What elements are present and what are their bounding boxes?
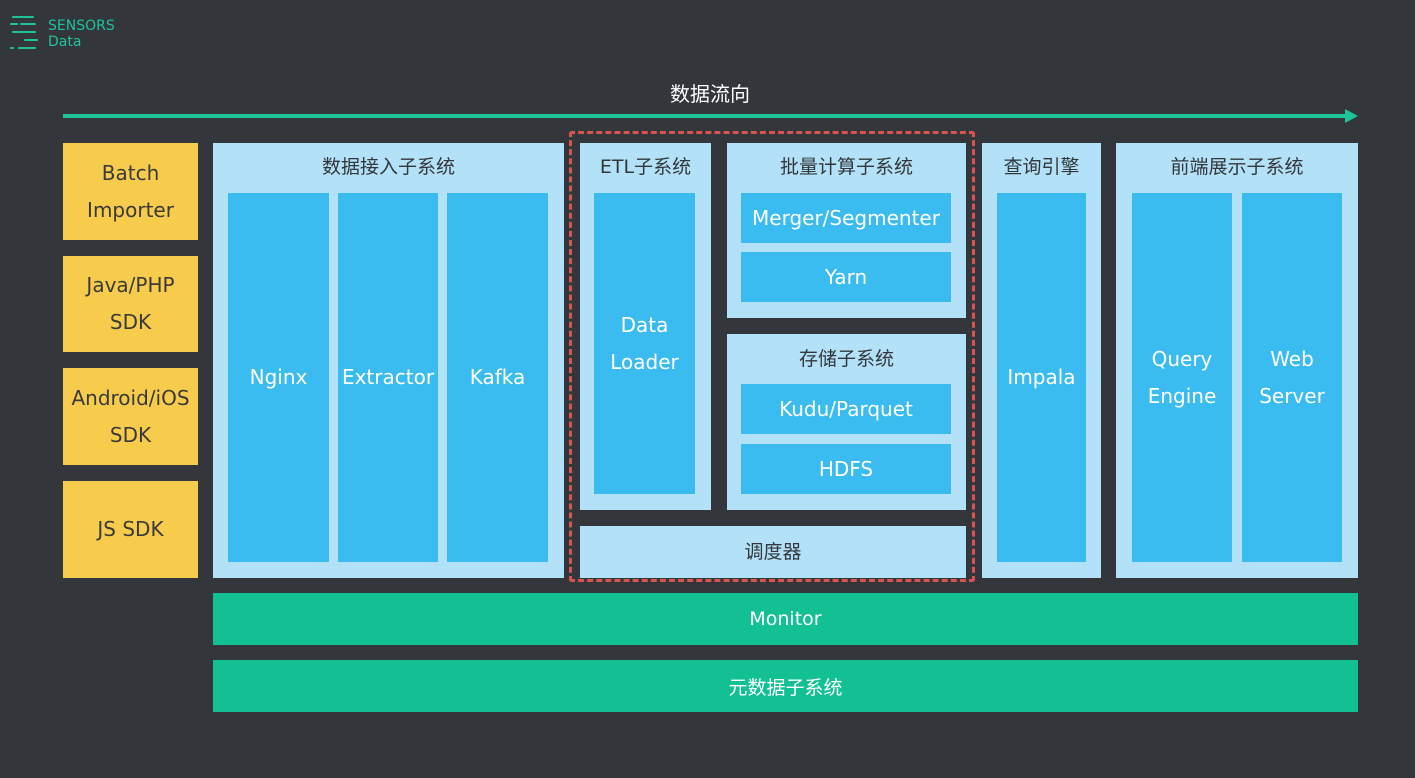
metadata-subsystem-bar: 元数据子系统 xyxy=(213,660,1358,712)
ingest-item-nginx: Nginx xyxy=(228,193,329,562)
ingest-item-kafka: Kafka xyxy=(447,193,548,562)
etl-item-data-loader: Data Loader xyxy=(594,193,695,494)
etl-subsystem-title: ETL子系统 xyxy=(599,156,692,178)
client-js-sdk: JS SDK xyxy=(63,481,198,578)
flow-arrow-line xyxy=(63,114,1347,118)
highlight-dashed-region xyxy=(569,131,975,582)
ingest-item-extractor: Extractor xyxy=(338,193,438,562)
logo-mark-stripe xyxy=(10,47,14,49)
client-label: JS SDK xyxy=(97,517,164,541)
monitor-bar: Monitor xyxy=(213,593,1358,645)
logo-text: SENSORS Data xyxy=(48,18,115,50)
client-java-php-sdk: Java/PHP SDK xyxy=(63,256,198,352)
client-label: Java/PHP SDK xyxy=(86,273,175,334)
client-batch-importer: Batch Importer xyxy=(63,143,198,240)
client-android-ios-sdk: Android/iOS SDK xyxy=(63,368,198,465)
flow-arrow-head-icon xyxy=(1345,109,1358,123)
query-engine-title: 查询引擎 xyxy=(1003,156,1080,178)
scheduler-box: 调度器 xyxy=(580,526,966,578)
logo-mark-stripe xyxy=(18,47,36,49)
batch-compute-subsystem-title: 批量计算子系统 xyxy=(779,156,913,178)
logo-mark-stripe xyxy=(12,16,34,18)
frontend-item-web-server: Web Server xyxy=(1242,193,1342,562)
frontend-item-label: Query Engine xyxy=(1147,346,1217,408)
logo-mark-stripe xyxy=(20,23,36,25)
storage-subsystem-title: 存储子系统 xyxy=(798,348,894,370)
etl-item-label: Data Loader xyxy=(610,312,679,374)
storage-item-kudu-parquet: Kudu/Parquet xyxy=(741,384,951,434)
client-label: Batch Importer xyxy=(87,160,174,222)
logo: SENSORS Data xyxy=(10,14,120,54)
storage-item-hdfs: HDFS xyxy=(741,444,951,494)
frontend-subsystem-title: 前端展示子系统 xyxy=(1170,156,1304,178)
logo-mark-stripe xyxy=(12,31,36,33)
flow-direction-label: 数据流向 xyxy=(670,81,750,106)
batch-item-merger-segmenter: Merger/Segmenter xyxy=(741,193,951,243)
batch-item-yarn: Yarn xyxy=(741,252,951,302)
frontend-item-label: Web Server xyxy=(1259,346,1325,408)
ingest-subsystem-title: 数据接入子系统 xyxy=(321,156,455,178)
query-item-impala: Impala xyxy=(997,193,1086,562)
logo-line-1: SENSORS xyxy=(48,18,115,34)
logo-mark-stripe xyxy=(24,39,38,41)
client-label: Android/iOS SDK xyxy=(71,385,190,447)
logo-line-2: Data xyxy=(48,34,82,50)
frontend-item-query-engine: Query Engine xyxy=(1132,193,1232,562)
logo-mark-stripe xyxy=(10,23,18,25)
